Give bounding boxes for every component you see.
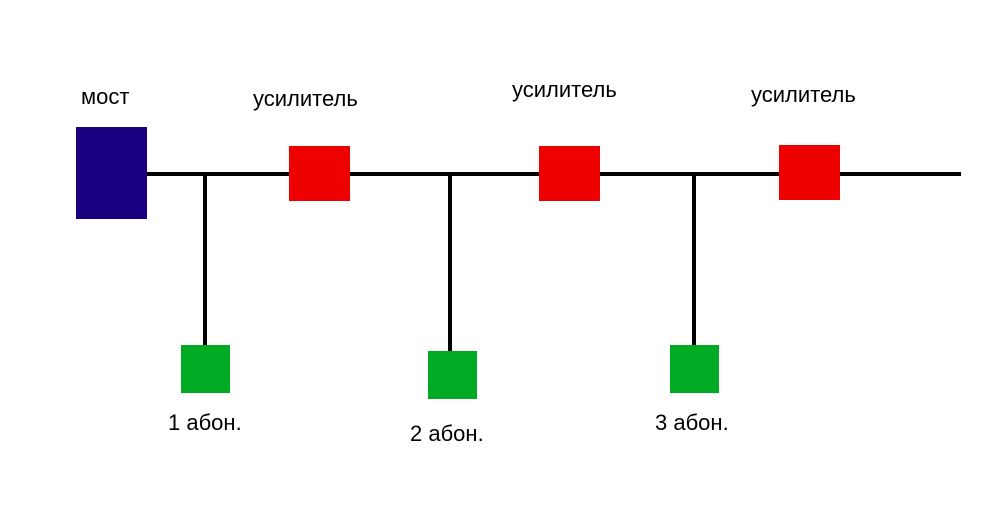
amplifier-block-2 bbox=[539, 146, 600, 201]
bridge-block bbox=[76, 127, 147, 219]
amplifier-block-3 bbox=[779, 145, 840, 200]
bridge-label: мост bbox=[81, 84, 130, 109]
subscriber-block-2 bbox=[428, 351, 477, 399]
subscriber-label-1: 1 абон. bbox=[168, 410, 242, 435]
amplifier-label-3: усилитель bbox=[751, 82, 856, 107]
subscriber-label-2: 2 абон. bbox=[410, 421, 484, 446]
amplifier-label-1: усилитель bbox=[253, 86, 358, 111]
amplifier-block-1 bbox=[289, 146, 350, 201]
subscriber-block-1 bbox=[181, 345, 230, 393]
amplifier-label-2: усилитель bbox=[512, 77, 617, 102]
subscriber-block-3 bbox=[670, 345, 719, 393]
subscriber-label-3: 3 абон. bbox=[655, 410, 729, 435]
